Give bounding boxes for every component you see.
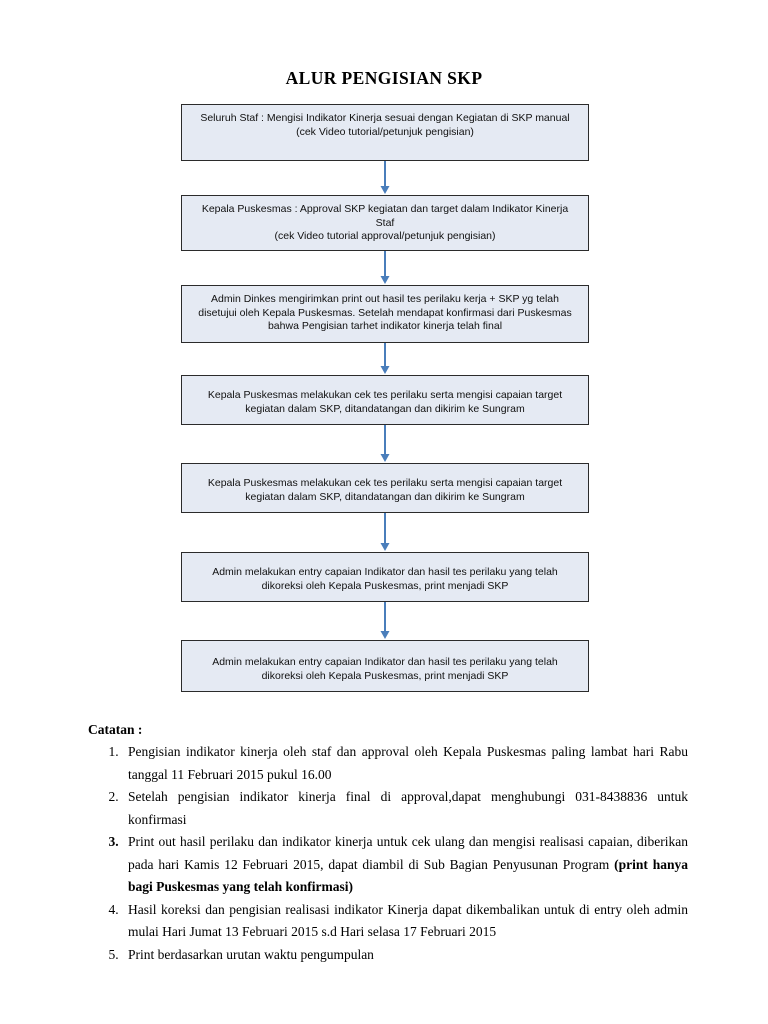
flow-step-2-label: Kepala Puskesmas : Approval SKP kegiatan… [201, 203, 569, 242]
note-item-3-lead: Print out hasil perilaku dan indikator k… [128, 834, 688, 872]
flow-step-3-label: Admin Dinkes mengirimkan print out hasil… [198, 293, 572, 332]
notes-list: Pengisian indikator kinerja oleh staf da… [88, 741, 688, 966]
flow-connector-2 [181, 251, 589, 285]
flow-step-6: Admin melakukan entry capaian Indikator … [181, 552, 589, 602]
flow-step-2: Kepala Puskesmas : Approval SKP kegiatan… [181, 195, 589, 251]
flow-step-1-label: Seluruh Staf : Mengisi Indikator Kinerja… [200, 112, 570, 138]
notes-section: Catatan : Pengisian indikator kinerja ol… [88, 722, 688, 966]
flow-step-5: Kepala Puskesmas melakukan cek tes peril… [181, 463, 589, 513]
arrow-down-icon [380, 513, 390, 551]
arrow-down-icon [380, 425, 390, 462]
flow-step-4: Kepala Puskesmas melakukan cek tes peril… [181, 375, 589, 425]
flow-step-5-label: Kepala Puskesmas melakukan cek tes peril… [207, 477, 563, 503]
note-item-4: Hasil koreksi dan pengisian realisasi in… [122, 899, 688, 944]
arrow-down-icon [380, 251, 390, 284]
flow-step-7: Admin melakukan entry capaian Indikator … [181, 640, 589, 692]
note-item-3: Print out hasil perilaku dan indikator k… [122, 831, 688, 899]
flow-step-1: Seluruh Staf : Mengisi Indikator Kinerja… [181, 104, 589, 161]
note-item-3-emphasis: (print hanya bagi Puskesmas yang telah k… [128, 856, 688, 895]
note-item-5: Print berdasarkan urutan waktu pengumpul… [122, 944, 688, 967]
note-item-1: Pengisian indikator kinerja oleh staf da… [122, 741, 688, 786]
flow-step-6-label: Admin melakukan entry capaian Indikator … [212, 566, 558, 592]
notes-heading: Catatan : [88, 722, 143, 737]
flow-step-3: Admin Dinkes mengirimkan print out hasil… [181, 285, 589, 343]
note-item-2: Setelah pengisian indikator kinerja fina… [122, 786, 688, 831]
flow-connector-6 [181, 602, 589, 640]
flow-connector-4 [181, 425, 589, 463]
page-title: ALUR PENGISIAN SKP [285, 68, 483, 88]
flow-step-7-label: Admin melakukan entry capaian Indikator … [212, 656, 558, 682]
flow-connector-5 [181, 513, 589, 552]
flowchart: Seluruh Staf : Mengisi Indikator Kinerja… [181, 104, 589, 692]
arrow-down-icon [380, 343, 390, 374]
flow-connector-1 [181, 161, 589, 195]
flow-connector-3 [181, 343, 589, 375]
flow-step-4-label: Kepala Puskesmas melakukan cek tes peril… [207, 389, 563, 415]
arrow-down-icon [380, 602, 390, 639]
arrow-down-icon [380, 161, 390, 194]
